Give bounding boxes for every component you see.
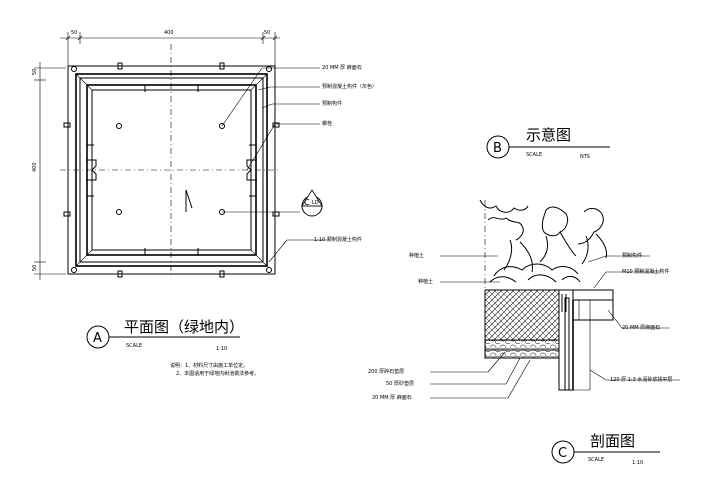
section-right-leaders: 预制构件 M10 预制混凝土构件 20 MM 厚麻面石 120 厚 1:3 水泥… xyxy=(587,252,680,383)
concrete-wall xyxy=(558,289,614,391)
section-right-label-1: 预制构件 xyxy=(622,252,642,259)
plan-callout-2: 预制混凝土构件（灰色） xyxy=(322,83,377,90)
section-left-label-2: 种植土 xyxy=(418,278,433,285)
section-view: 种植土 种植土 200 厚碎石垫层 50 厚砂垫层 20 MM 厚 麻面石 预制… xyxy=(368,199,680,401)
dim-left-bottom: 50 xyxy=(32,265,38,271)
title-c-scale-value: 1:10 xyxy=(632,460,643,466)
plan-callout-5: 1:10 预制混凝土构件 xyxy=(314,236,362,243)
plan-callout-4: 螺栓 xyxy=(322,120,332,127)
title-block-a: A 平面图（绿地内） SCALE 1:10 xyxy=(86,318,244,352)
plan-view: 50 400 50 50 400 50 xyxy=(32,30,377,280)
section-right-label-3: 20 MM 厚麻面石 xyxy=(622,324,660,331)
section-left-label-3: 200 厚碎石垫层 xyxy=(368,368,404,375)
plan-callout-1: 20 MM 厚 麻面石 xyxy=(322,64,362,71)
left-dimension: 50 400 50 xyxy=(32,62,66,280)
title-a-heading: 平面图（绿地内） xyxy=(124,318,244,336)
title-c-letter: C xyxy=(558,446,567,461)
dim-left-top: 50 xyxy=(32,69,38,75)
title-block-c: C 剖面图 SCALE 1:10 xyxy=(551,432,660,466)
tree-pit-frame xyxy=(60,44,280,278)
title-c-heading: 剖面图 xyxy=(590,432,635,450)
title-a-scale-value: 1:10 xyxy=(216,346,227,352)
title-a-scale-label: SCALE xyxy=(126,343,142,349)
section-right-label-2: M10 预制混凝土构件 xyxy=(622,268,669,275)
dim-left-mid: 400 xyxy=(32,162,38,172)
section-left-label-1: 种植土 xyxy=(409,252,424,259)
section-marker-letter: C xyxy=(304,198,310,207)
plan-notes-line-1: 说明：1、材料尺寸由施工单位定。 xyxy=(170,362,248,369)
section-left-leaders: 种植土 种植土 200 厚碎石垫层 50 厚砂垫层 20 MM 厚 麻面石 xyxy=(368,252,531,401)
plan-notes-line-2: 2、本图适用于绿地内树池做法参考。 xyxy=(176,370,259,377)
title-block-b: B 示意图 SCALE NTS xyxy=(486,126,610,160)
plant-foliage xyxy=(479,199,607,283)
dim-top-right: 50 xyxy=(264,30,270,36)
title-b-scale-label: SCALE xyxy=(526,152,542,158)
plan-leaders: 20 MM 厚 麻面石 预制混凝土构件（灰色） 预制构件 螺栓 1:10 预制混… xyxy=(221,64,377,263)
title-c-scale-label: SCALE xyxy=(588,457,604,463)
plan-notes: 说明：1、材料尺寸由施工单位定。 2、本图适用于绿地内树池做法参考。 xyxy=(170,362,259,377)
section-left-label-5: 20 MM 厚 麻面石 xyxy=(372,394,412,401)
section-right-label-4: 120 厚 1:3 水泥砂浆找平层 xyxy=(610,376,672,383)
section-marker: C LD xyxy=(222,189,323,217)
title-b-letter: B xyxy=(493,141,502,156)
plan-callout-3: 预制构件 xyxy=(322,100,342,107)
title-b-scale-value: NTS xyxy=(580,154,590,160)
title-a-letter: A xyxy=(93,331,102,346)
soil-body xyxy=(484,289,560,359)
section-left-label-4: 50 厚砂垫层 xyxy=(386,380,414,387)
title-b-heading: 示意图 xyxy=(526,126,571,144)
top-dimension: 50 400 50 xyxy=(60,30,280,66)
dim-top-left: 50 xyxy=(71,30,77,36)
dim-top-mid: 400 xyxy=(164,30,174,36)
section-marker-ref: LD xyxy=(312,200,319,206)
